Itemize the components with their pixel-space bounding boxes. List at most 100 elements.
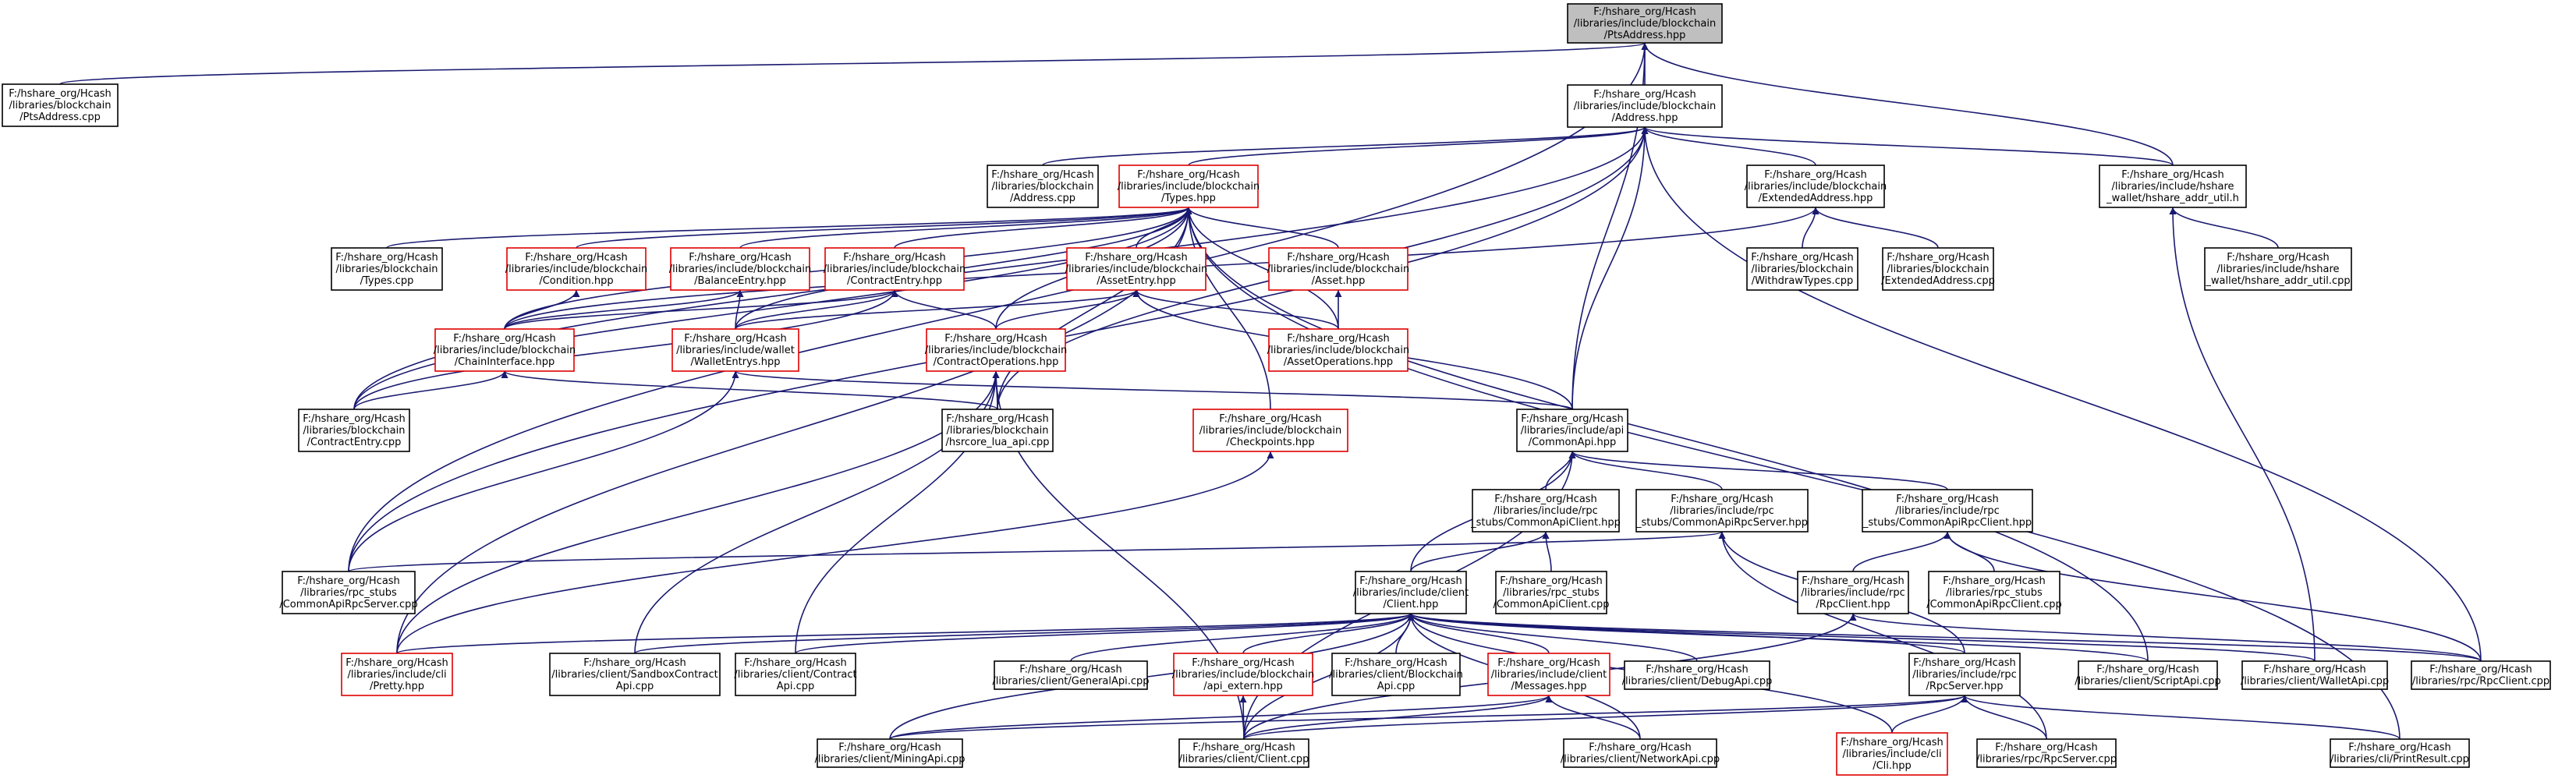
node-box[interactable] — [1563, 738, 1717, 768]
node-box[interactable] — [2099, 165, 2247, 208]
node-address_cpp[interactable]: F:/hshare_org/Hcash/libraries/blockchain… — [987, 165, 1099, 208]
node-box[interactable] — [1746, 247, 1858, 291]
node-box[interactable] — [549, 653, 721, 696]
node-contractapi_cpp[interactable]: F:/hshare_org/Hcash/libraries/client/Con… — [734, 653, 857, 696]
node-scriptapi_cpp[interactable]: F:/hshare_org/Hcash/libraries/client/Scr… — [2075, 660, 2221, 690]
node-hsrcore_lua_cpp[interactable]: F:/hshare_org/Hcash/libraries/blockchain… — [941, 409, 1054, 452]
node-rpcserver_cpp[interactable]: F:/hshare_org/Hcash/libraries/rpc/RpcSer… — [1976, 738, 2117, 768]
node-rpcclient_hpp[interactable]: F:/hshare_org/Hcash/libraries/include/rp… — [1797, 571, 1909, 614]
node-box[interactable] — [671, 328, 799, 372]
node-commonapiclient_cpp[interactable]: F:/hshare_org/Hcash/libraries/rpc_stubs/… — [1493, 571, 1610, 614]
node-client_cpp[interactable]: F:/hshare_org/Hcash/libraries/client/Cli… — [1178, 738, 1309, 768]
node-box[interactable] — [670, 247, 810, 291]
node-box[interactable] — [1472, 489, 1620, 533]
node-assetops_hpp[interactable]: F:/hshare_org/Hcash/libraries/include/bl… — [1267, 328, 1409, 372]
node-hshare_addr_util_h[interactable]: F:/hshare_org/Hcash/libraries/include/hs… — [2099, 165, 2247, 208]
node-generalapi_cpp[interactable]: F:/hshare_org/Hcash/libraries/client/Gen… — [992, 660, 1150, 690]
node-box[interactable] — [2078, 660, 2218, 690]
node-checkpoints_hpp[interactable]: F:/hshare_org/Hcash/libraries/include/bl… — [1192, 409, 1348, 452]
node-box[interactable] — [1192, 409, 1348, 452]
node-box[interactable] — [1746, 165, 1885, 208]
node-box[interactable] — [817, 738, 963, 768]
node-box[interactable] — [1268, 247, 1408, 291]
node-api_extern_hpp[interactable]: F:/hshare_org/Hcash/libraries/include/bl… — [1172, 653, 1314, 696]
node-commonapirpcclient_hpp[interactable]: F:/hshare_org/Hcash/libraries/include/rp… — [1862, 489, 2033, 533]
node-pretty_hpp[interactable]: F:/hshare_org/Hcash/libraries/include/cl… — [341, 653, 453, 696]
node-box[interactable] — [941, 409, 1054, 452]
node-box[interactable] — [926, 328, 1066, 372]
node-assetentry_hpp[interactable]: F:/hshare_org/Hcash/libraries/include/bl… — [1065, 247, 1207, 291]
node-box[interactable] — [1331, 653, 1461, 696]
node-box[interactable] — [298, 409, 410, 452]
node-rpcclient_cpp[interactable]: F:/hshare_org/Hcash/libraries/rpc/RpcCli… — [2411, 660, 2551, 690]
node-box[interactable] — [2330, 738, 2470, 768]
node-commonapi_hpp[interactable]: F:/hshare_org/Hcash/libraries/include/ap… — [1516, 409, 1628, 452]
node-box[interactable] — [1635, 489, 1809, 533]
node-box[interactable] — [735, 653, 856, 696]
node-box[interactable] — [341, 653, 453, 696]
node-box[interactable] — [987, 165, 1099, 208]
node-box[interactable] — [1118, 165, 1259, 208]
node-box[interactable] — [1908, 653, 2021, 696]
node-pts_hpp[interactable]: F:/hshare_org/Hcash/libraries/include/bl… — [1567, 3, 1723, 44]
node-box[interactable] — [1836, 732, 1948, 776]
node-box[interactable] — [1268, 328, 1408, 372]
node-box[interactable] — [824, 247, 965, 291]
node-contractentry_cpp[interactable]: F:/hshare_org/Hcash/libraries/blockchain… — [298, 409, 410, 452]
node-address_hpp[interactable]: F:/hshare_org/Hcash/libraries/include/bl… — [1567, 84, 1723, 128]
node-box[interactable] — [2204, 247, 2352, 291]
node-networkapi_cpp[interactable]: F:/hshare_org/Hcash/libraries/client/Net… — [1561, 738, 1720, 768]
node-miningapi_cpp[interactable]: F:/hshare_org/Hcash/libraries/client/Min… — [814, 738, 966, 768]
node-withdraw_cpp[interactable]: F:/hshare_org/Hcash/libraries/blockchain… — [1746, 247, 1858, 291]
node-box[interactable] — [1567, 3, 1723, 44]
node-box[interactable] — [994, 660, 1148, 690]
node-box[interactable] — [282, 571, 416, 614]
node-box[interactable] — [1516, 409, 1628, 452]
node-box[interactable] — [506, 247, 647, 291]
node-commonapirpcserver_cpp[interactable]: F:/hshare_org/Hcash/libraries/rpc_stubs/… — [279, 571, 418, 614]
node-box[interactable] — [1355, 571, 1467, 614]
node-types_cpp[interactable]: F:/hshare_org/Hcash/libraries/blockchain… — [331, 247, 443, 291]
node-asset_hpp[interactable]: F:/hshare_org/Hcash/libraries/include/bl… — [1267, 247, 1409, 291]
node-walletapi_cpp[interactable]: F:/hshare_org/Hcash/libraries/client/Wal… — [2241, 660, 2389, 690]
node-extaddr_cpp[interactable]: F:/hshare_org/Hcash/libraries/blockchain… — [1881, 247, 1995, 291]
node-contractentry_hpp[interactable]: F:/hshare_org/Hcash/libraries/include/bl… — [824, 247, 966, 291]
node-walletentrys_hpp[interactable]: F:/hshare_org/Hcash/libraries/include/wa… — [671, 328, 799, 372]
node-box[interactable] — [2, 83, 119, 127]
node-messages_hpp[interactable]: F:/hshare_org/Hcash/libraries/include/cl… — [1487, 653, 1610, 696]
node-types_hpp[interactable]: F:/hshare_org/Hcash/libraries/include/bl… — [1118, 165, 1260, 208]
node-balance_hpp[interactable]: F:/hshare_org/Hcash/libraries/include/bl… — [669, 247, 811, 291]
node-box[interactable] — [1928, 571, 2060, 614]
node-extaddr_hpp[interactable]: F:/hshare_org/Hcash/libraries/include/bl… — [1745, 165, 1887, 208]
node-cli_hpp[interactable]: F:/hshare_org/Hcash/libraries/include/cl… — [1836, 732, 1948, 776]
node-pts_cpp[interactable]: F:/hshare_org/Hcash/libraries/blockchain… — [2, 83, 119, 127]
node-box[interactable] — [2241, 660, 2388, 690]
node-box[interactable] — [1567, 84, 1723, 128]
node-box[interactable] — [1976, 738, 2117, 768]
node-client_hpp[interactable]: F:/hshare_org/Hcash/libraries/include/cl… — [1353, 571, 1469, 614]
node-box[interactable] — [1066, 247, 1207, 291]
node-debugapi_cpp[interactable]: F:/hshare_org/Hcash/libraries/client/Deb… — [1622, 660, 1773, 690]
node-box[interactable] — [1797, 571, 1909, 614]
node-box[interactable] — [1882, 247, 1994, 291]
node-box[interactable] — [331, 247, 443, 291]
node-hshare_addr_util_cpp[interactable]: F:/hshare_org/Hcash/libraries/include/hs… — [2204, 247, 2352, 291]
node-printresult_cpp[interactable]: F:/hshare_org/Hcash/libraries/cli/PrintR… — [2330, 738, 2470, 768]
node-box[interactable] — [434, 328, 575, 372]
node-condition_hpp[interactable]: F:/hshare_org/Hcash/libraries/include/bl… — [505, 247, 647, 291]
node-blockchainapi_cpp[interactable]: F:/hshare_org/Hcash/libraries/client/Blo… — [1329, 653, 1463, 696]
node-box[interactable] — [1862, 489, 2033, 533]
node-box[interactable] — [1624, 660, 1770, 690]
node-box[interactable] — [1495, 571, 1607, 614]
node-chaininterface_hpp[interactable]: F:/hshare_org/Hcash/libraries/include/bl… — [434, 328, 576, 372]
node-sandbox_cpp[interactable]: F:/hshare_org/Hcash/libraries/client/San… — [549, 653, 721, 696]
node-rpcserver_hpp[interactable]: F:/hshare_org/Hcash/libraries/include/rp… — [1908, 653, 2021, 696]
node-commonapiclient_hpp[interactable]: F:/hshare_org/Hcash/libraries/include/rp… — [1470, 489, 1621, 533]
node-commonapirpcserver_hpp[interactable]: F:/hshare_org/Hcash/libraries/include/rp… — [1635, 489, 1809, 533]
node-commonapirpcclient_cpp[interactable]: F:/hshare_org/Hcash/libraries/rpc_stubs/… — [1926, 571, 2062, 614]
node-box[interactable] — [1487, 653, 1610, 696]
node-box[interactable] — [1173, 653, 1313, 696]
node-contractops_hpp[interactable]: F:/hshare_org/Hcash/libraries/include/bl… — [925, 328, 1067, 372]
node-box[interactable] — [2411, 660, 2551, 690]
node-box[interactable] — [1178, 738, 1309, 768]
